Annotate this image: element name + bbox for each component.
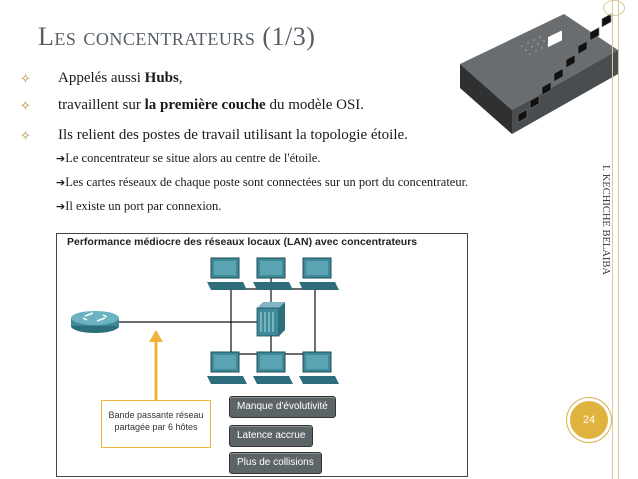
bullet-item: ✧ Ils relient des postes de travail util… bbox=[14, 125, 574, 145]
bullet-text: Appelés aussi bbox=[58, 70, 145, 86]
diamond-bullet-icon: ✧ bbox=[20, 71, 31, 86]
computer-icon bbox=[299, 351, 339, 384]
subpoint-text: Le concentrateur se situe alors au centr… bbox=[65, 151, 321, 165]
computer-icon bbox=[207, 351, 247, 384]
arrow-icon: ➔ bbox=[56, 152, 66, 165]
computer-icon bbox=[253, 257, 293, 290]
diamond-bullet-icon: ✧ bbox=[20, 128, 31, 143]
decorative-border-line bbox=[612, 0, 613, 479]
slide-title: Les concentrateurs (1/3) bbox=[38, 22, 316, 51]
subpoint-item: ➔Le concentrateur se situe alors au cent… bbox=[56, 150, 582, 167]
bullet-text: Ils relient des postes de travail utilis… bbox=[58, 127, 408, 143]
bullet-text: du modèle OSI. bbox=[265, 97, 365, 113]
computer-icon bbox=[299, 257, 339, 290]
bullet-bold: Hubs bbox=[144, 70, 179, 86]
decorative-border-line bbox=[618, 0, 619, 479]
diagram-title: Performance médiocre des réseaux locaux … bbox=[67, 236, 418, 248]
callout-arrow-icon bbox=[149, 330, 163, 400]
subpoint-list: ➔Le concentrateur se situe alors au cent… bbox=[56, 150, 582, 222]
bullet-item: ✧ travaillent sur la première couche du … bbox=[14, 95, 574, 115]
hub-icon bbox=[256, 302, 285, 337]
page-number-badge: 24 bbox=[567, 398, 611, 442]
hub-photo bbox=[460, 13, 618, 134]
subpoint-text: Les cartes réseaux de chaque poste sont … bbox=[65, 175, 469, 189]
bullet-text: , bbox=[178, 70, 183, 86]
computer-icon bbox=[253, 351, 293, 384]
collisions-tag: Plus de collisions bbox=[229, 452, 322, 474]
router-icon bbox=[71, 311, 119, 333]
bandwidth-callout: Bande passante réseau partagée par 6 hôt… bbox=[101, 400, 211, 448]
subpoint-item: ➔Il existe un port par connexion. bbox=[56, 198, 582, 215]
diamond-bullet-icon: ✧ bbox=[20, 98, 31, 113]
diagram-graphics bbox=[71, 257, 339, 400]
bullet-list: ✧ Appelés aussi Hubs, ✧ travaillent sur … bbox=[14, 68, 574, 152]
author-label: I. KECHICHE BELAIBA bbox=[600, 165, 611, 275]
arrow-icon: ➔ bbox=[56, 176, 66, 189]
subpoint-item: ➔Les cartes réseaux de chaque poste sont… bbox=[56, 174, 582, 191]
latency-tag: Latence accrue bbox=[229, 425, 314, 447]
computer-icon bbox=[207, 257, 247, 290]
decorative-ring bbox=[603, 0, 625, 16]
bullet-bold: la première couche bbox=[144, 97, 266, 113]
arrow-icon: ➔ bbox=[56, 200, 66, 213]
bullet-item: ✧ Appelés aussi Hubs, bbox=[14, 68, 574, 88]
scalability-tag: Manque d'évolutivité bbox=[229, 396, 336, 418]
bullet-text: travaillent sur bbox=[58, 97, 145, 113]
network-diagram: Performance médiocre des réseaux locaux … bbox=[56, 233, 468, 477]
subpoint-text: Il existe un port par connexion. bbox=[65, 199, 222, 213]
